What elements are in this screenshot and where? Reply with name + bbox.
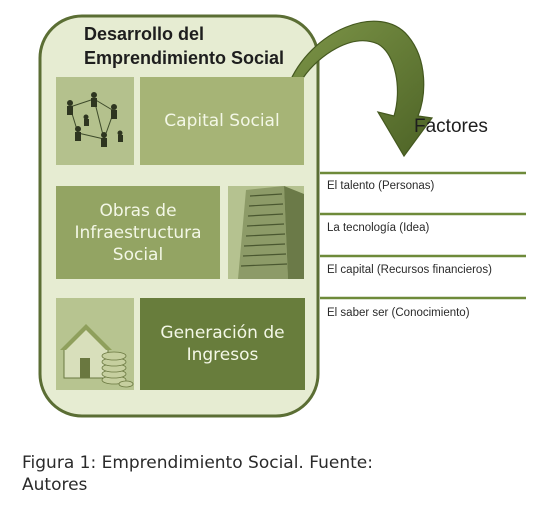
panel-capital-social-label: Capital Social <box>164 111 280 131</box>
panel-obras-line2: Infraestructura <box>74 222 202 243</box>
curved-arrow <box>286 20 434 158</box>
house-coins-icon <box>56 298 134 390</box>
caption-line2: Autores <box>22 475 88 495</box>
frame-title-line2: Emprendimiento Social <box>84 48 285 68</box>
factor-item-tecnologia: La tecnología (Idea) <box>327 222 430 234</box>
factor-item-saber-ser: El saber ser (Conocimiento) <box>327 307 470 319</box>
panel-ingresos-line1: Generación de <box>160 323 285 343</box>
panel-obras-line1: Obras de <box>99 200 177 221</box>
figure-caption: Figura 1: Emprendimiento Social. Fuente:… <box>22 452 373 496</box>
people-network-icon <box>56 77 134 165</box>
panel-obras-line3: Social <box>112 244 164 265</box>
panel-obras-infraestructura: Obras de Infraestructura Social <box>56 186 220 279</box>
frame-title-line1: Desarrollo del <box>84 24 205 44</box>
caption-line1: Figura 1: Emprendimiento Social. Fuente: <box>22 453 373 473</box>
factor-item-talento: El talento (Personas) <box>327 180 435 192</box>
frame-title: Desarrollo del Emprendimiento Social <box>84 22 284 70</box>
factors-title: Factores <box>414 116 488 137</box>
panel-generacion-ingresos: Generación de Ingresos <box>140 298 305 390</box>
panel-ingresos-line2: Ingresos <box>186 345 259 365</box>
panel-capital-social: Capital Social <box>140 77 304 165</box>
factor-item-capital: El capital (Recursos financieros) <box>327 264 492 276</box>
server-tower-icon <box>228 186 304 279</box>
